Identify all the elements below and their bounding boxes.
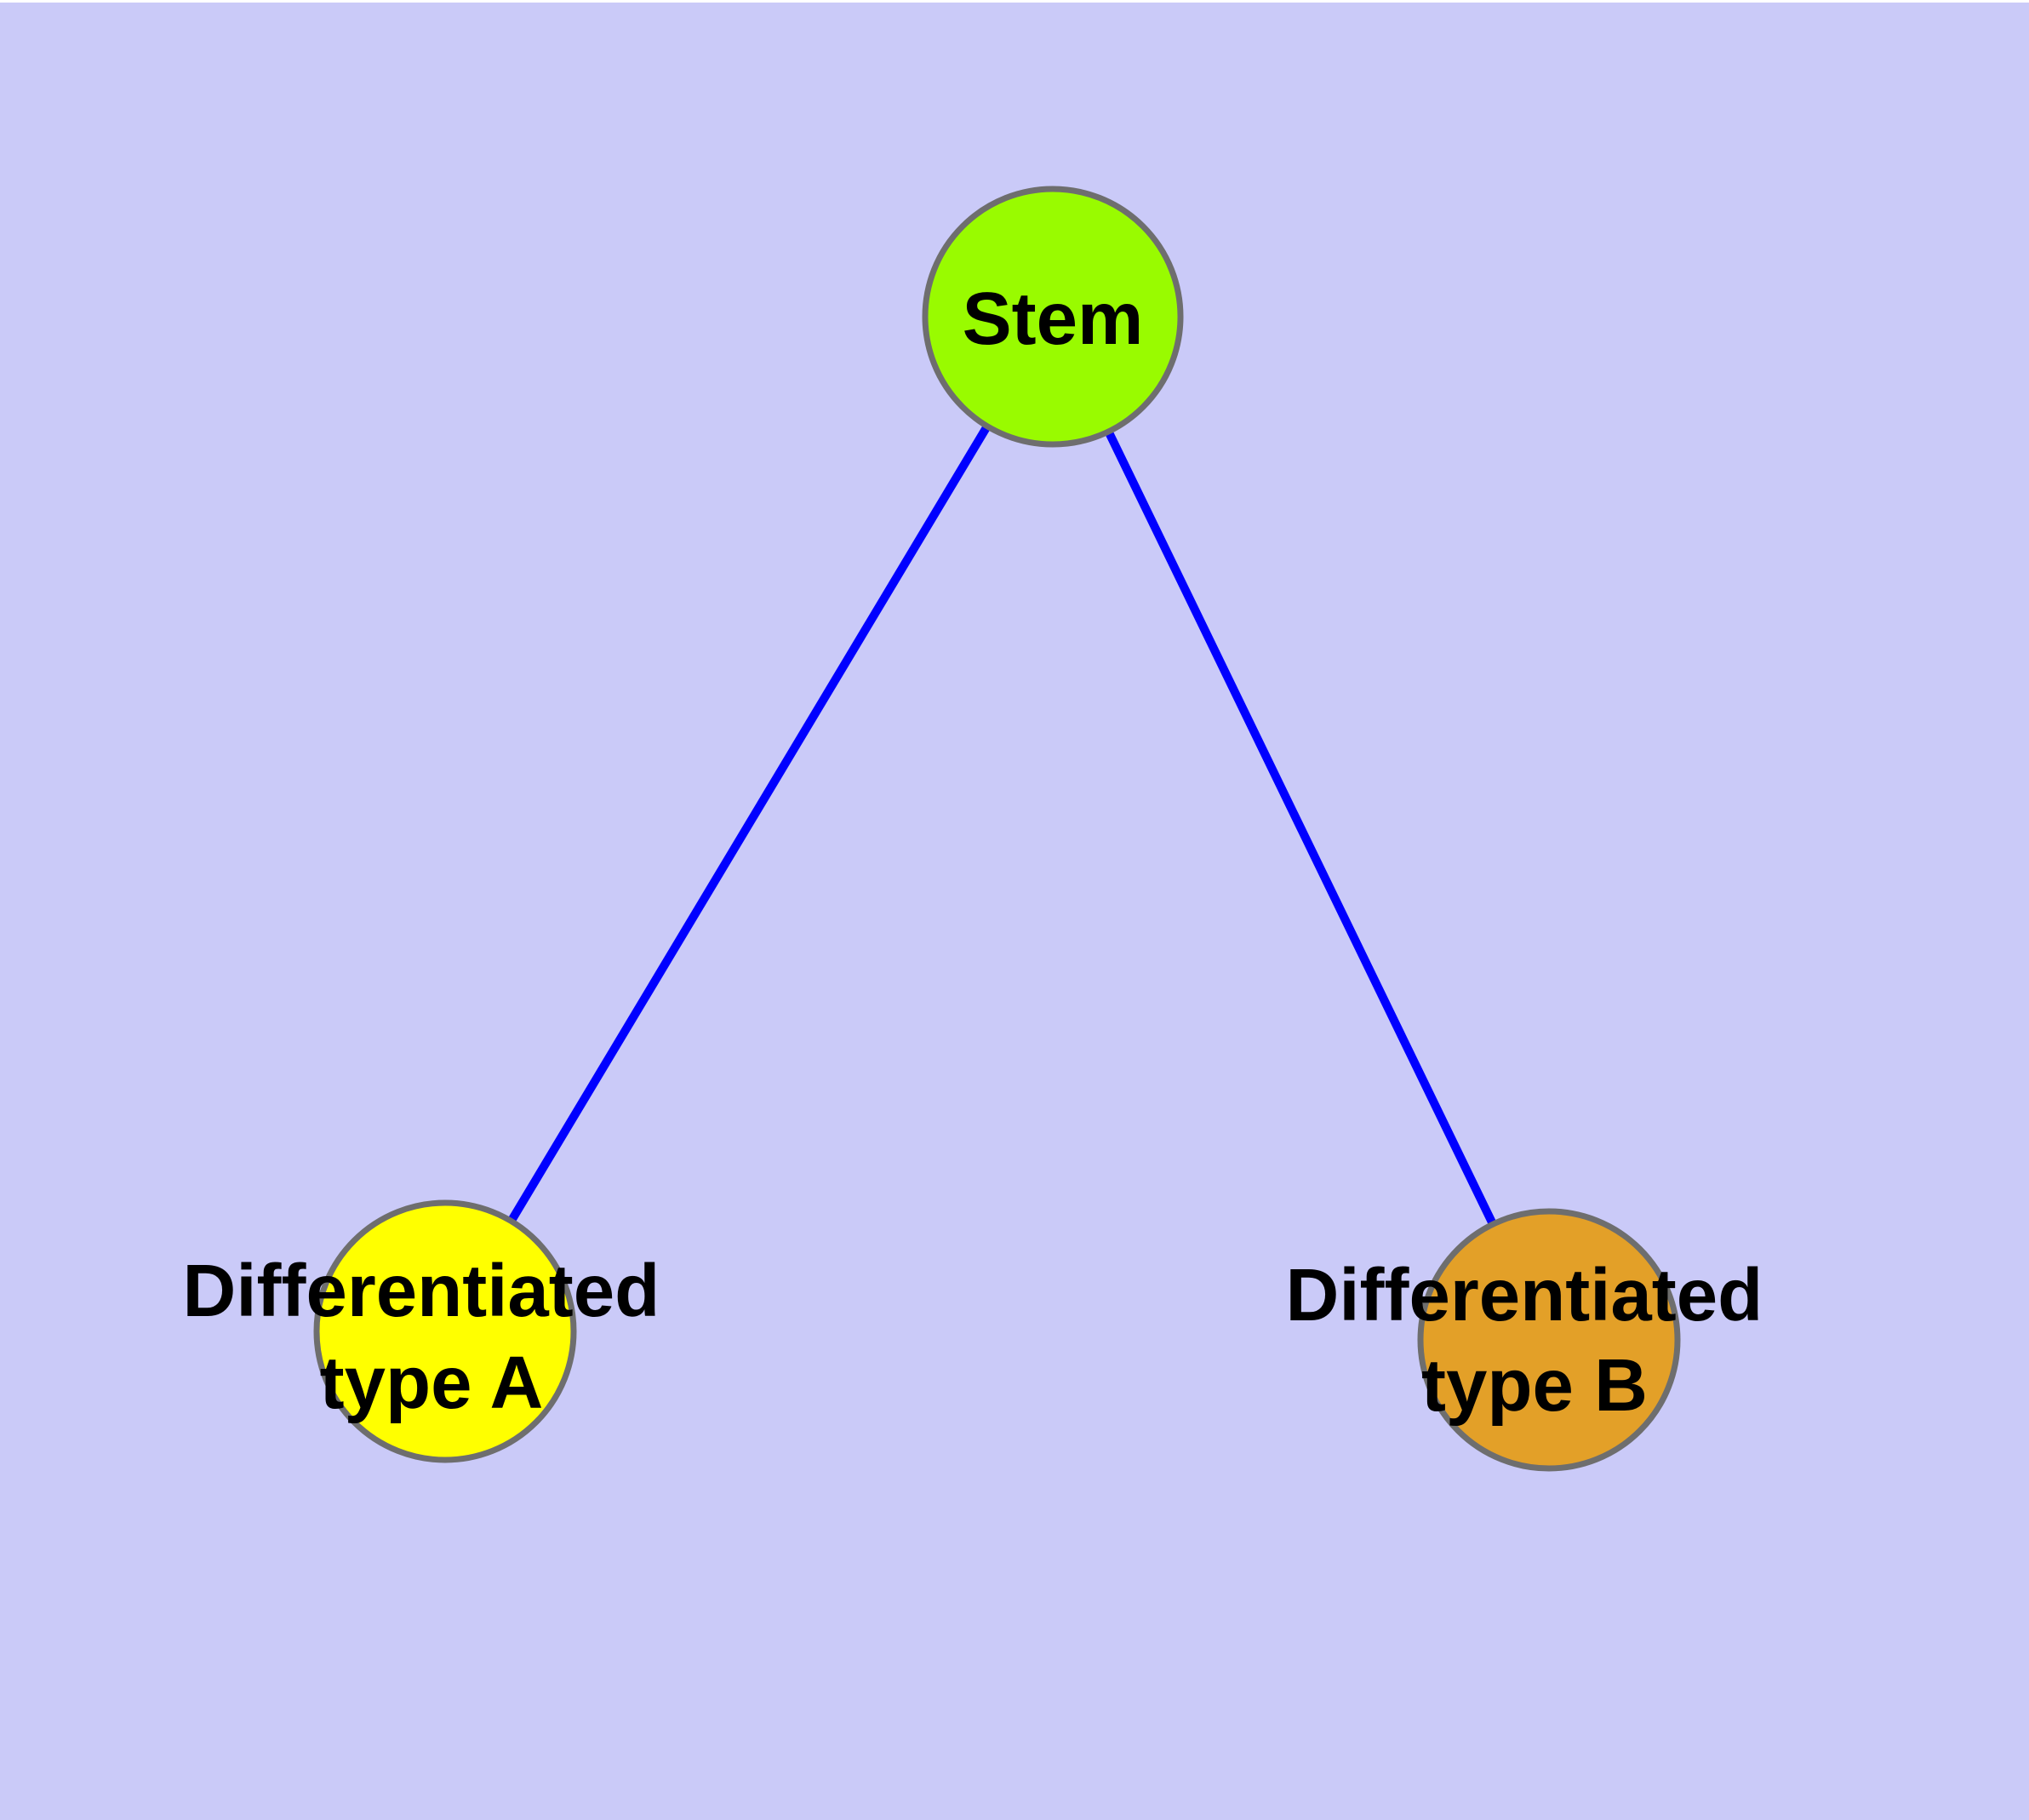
node-stem-label: Stem [963,278,1144,360]
node-stem [922,186,1184,448]
node-type-b-label: Differentiated type B [1286,1254,1784,1427]
node-type-a-label-line1: Differentiated [183,1250,660,1332]
node-type-b-label-line2: type B [1421,1344,1648,1427]
node-type-a [313,1199,577,1463]
edge-stem-to-type-b [1049,314,1553,1342]
edge-stem-to-type-a [441,314,1057,1334]
top-margin-strip [0,0,2029,3]
node-type-b-label-line1: Differentiated [1286,1254,1763,1336]
node-type-a-label-line2: type A [320,1342,544,1424]
node-type-b [1417,1208,1681,1472]
node-type-a-label: Differentiated type A [183,1250,681,1424]
